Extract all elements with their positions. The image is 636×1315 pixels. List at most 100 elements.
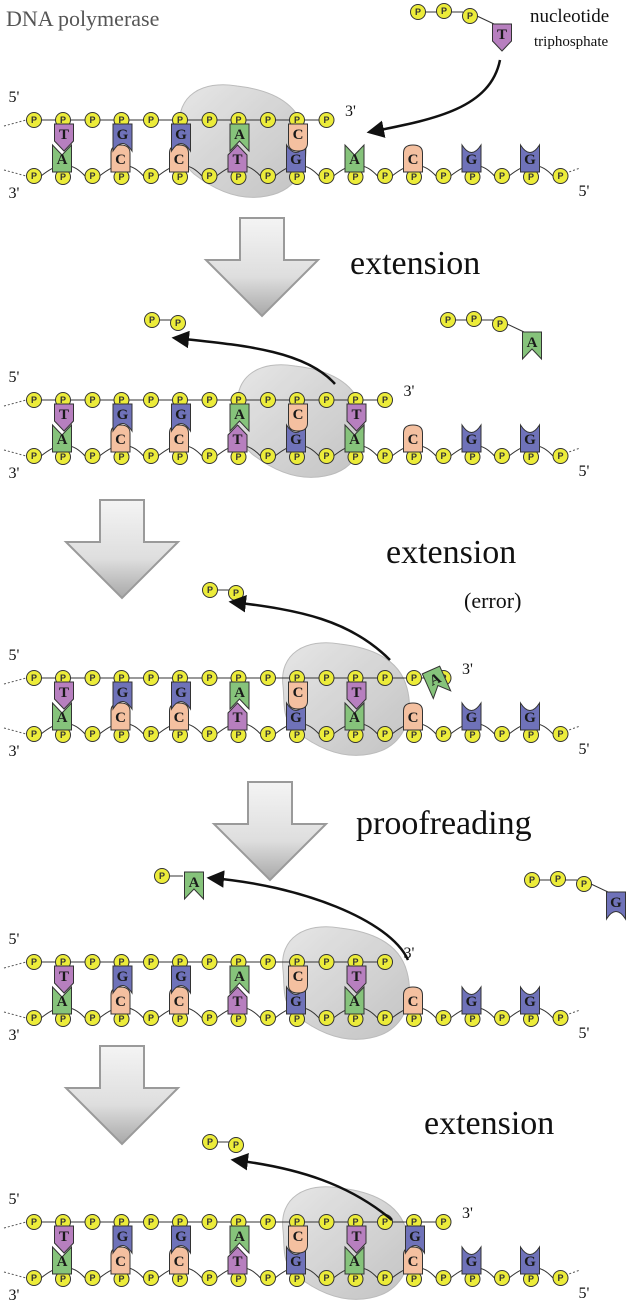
phosphate: P [26, 1270, 42, 1286]
phosphate-circle [318, 112, 335, 128]
base-letter: C [408, 710, 419, 726]
base-shape [227, 702, 248, 731]
phosphate-label: P [60, 172, 66, 182]
phosphate-mid: P [230, 727, 247, 743]
base-letter: A [234, 127, 245, 143]
phosphate-circle [318, 448, 335, 464]
phosphate: P [318, 448, 335, 464]
three-prime-bottom: 3' [9, 1287, 20, 1304]
phosphate-label: P [411, 1274, 417, 1284]
phosphate-label: P [265, 1217, 271, 1227]
strand-end [3, 119, 27, 127]
base-shape [54, 681, 74, 710]
base-shape [229, 123, 250, 153]
base-letter: C [293, 1229, 304, 1245]
phosphate: P [318, 168, 335, 184]
step-arrow-1 [203, 217, 321, 318]
phosphate-mid: P [289, 169, 305, 185]
phosphate-label: P [382, 171, 388, 181]
base-C: C [169, 1246, 189, 1275]
phosphate: P [260, 1010, 276, 1026]
base-A: A [229, 965, 250, 995]
phosphate: P [552, 1270, 569, 1286]
phosphate-label: P [206, 957, 212, 967]
phosphate-label: P [528, 1274, 534, 1284]
three-prime-bottom: 3' [9, 185, 20, 202]
phosphate: P [377, 392, 393, 408]
phosphate: P [154, 868, 170, 884]
base-G: G [606, 891, 626, 921]
base-shape [54, 1225, 74, 1254]
phosphate-label: P [440, 1273, 446, 1283]
phosphate: P [143, 168, 159, 184]
phosphate-label: P [294, 452, 300, 462]
base-letter: C [174, 1254, 185, 1270]
phosphate: P [143, 1270, 159, 1286]
base-shape [288, 681, 308, 710]
phosphate-label: P [555, 874, 561, 884]
phosphate-label: P [471, 314, 477, 324]
base-letter: T [59, 407, 69, 423]
phosphate-circle [84, 726, 101, 742]
base-letter: A [349, 152, 360, 168]
phosphate-label: P [499, 729, 505, 739]
base-shape [171, 1225, 191, 1255]
phosphate-circle [143, 1010, 159, 1026]
base-shape [288, 403, 308, 432]
base-letter: C [174, 152, 185, 168]
phosphate-label: P [352, 395, 358, 405]
base-shape [421, 665, 452, 700]
phosphate: P [201, 392, 218, 408]
base-G: G [171, 1225, 191, 1255]
phosphate-label: P [149, 315, 155, 325]
strand-end [3, 677, 27, 685]
base-G: G [461, 701, 482, 731]
base-letter: A [234, 685, 245, 701]
phosphate: P [26, 112, 42, 128]
base-shape [346, 681, 367, 710]
phosphate-mid: P [172, 727, 188, 743]
phosphate: P [202, 1134, 218, 1150]
phosphate-label: P [497, 319, 503, 329]
base-letter: G [117, 969, 129, 985]
base-shape [112, 403, 133, 433]
phosphate-label: P [89, 673, 95, 683]
base-G: G [520, 143, 540, 173]
phosphate-label: P [529, 875, 535, 885]
base-C: C [169, 986, 189, 1015]
phosphate: P [228, 585, 244, 601]
base-letter: A [57, 710, 68, 726]
phosphate-label: P [89, 171, 95, 181]
base-letter: C [293, 685, 304, 701]
phosphate-circle [435, 1010, 452, 1026]
strand-end [3, 1011, 27, 1019]
base-shape [403, 702, 423, 731]
base-letter: A [349, 432, 360, 448]
phosphate-label: P [557, 1013, 563, 1023]
three-prime-top: 3' [462, 1205, 473, 1222]
phosphate: P [318, 1270, 335, 1286]
phosphate-circle [377, 392, 393, 408]
phosphate-circle [84, 448, 101, 464]
base-shape [54, 123, 74, 152]
base-shape [52, 701, 72, 731]
base-C: C [288, 965, 308, 994]
phosphate-circle [494, 168, 510, 184]
base-shape [461, 1245, 482, 1275]
phosphate: P [435, 168, 452, 184]
phosphate: P [84, 670, 101, 686]
base-shape [288, 965, 308, 994]
phosphate-label: P [60, 395, 66, 405]
base-letter: G [290, 1254, 302, 1270]
base-C: C [110, 144, 131, 173]
phosphate-circle [318, 168, 335, 184]
phosphate-label: P [118, 172, 124, 182]
base-A: A [421, 665, 452, 700]
phosphate-label: P [499, 1273, 505, 1283]
phosphate-label: P [382, 395, 388, 405]
phosphate-label: P [60, 730, 66, 740]
base-shape [112, 965, 133, 995]
base-G: G [112, 681, 133, 711]
phosphate-mid: P [464, 727, 481, 743]
